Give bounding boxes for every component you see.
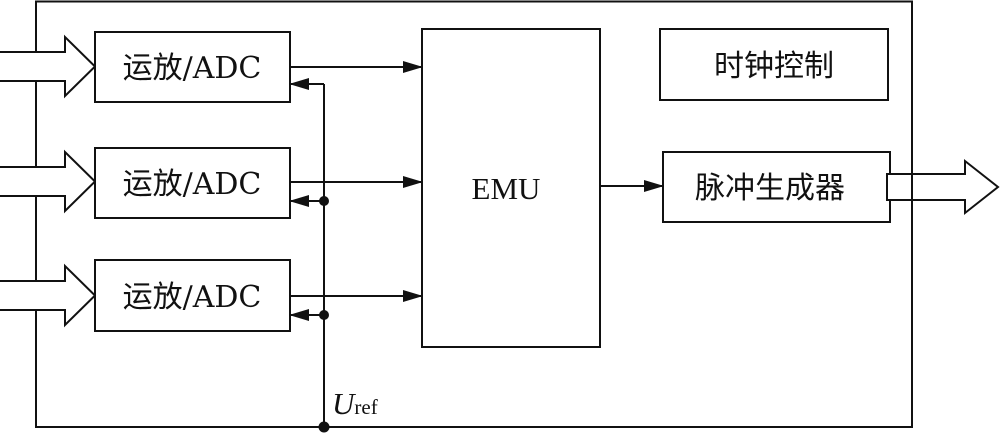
uref-label-sub: ref: [354, 395, 377, 419]
adc-block-1: 运放/ADC: [94, 31, 291, 103]
output-arrow: [886, 158, 1000, 216]
chip-boundary: [35, 0, 913, 428]
adc-label-3: 运放/ADC: [123, 280, 262, 315]
junction-dot-uref: [318, 421, 330, 433]
uref-label-main: U: [332, 386, 357, 421]
input-arrow-2: [0, 149, 97, 214]
clock-control-label: 时钟控制: [714, 49, 834, 84]
adc-block-2: 运放/ADC: [94, 147, 291, 219]
adc-label-2: 运放/ADC: [123, 167, 262, 202]
junction-dot-adc2: [319, 196, 329, 206]
emu-label: EMU: [472, 171, 541, 206]
clock-control-block: 时钟控制: [659, 28, 889, 101]
pulse-generator-label: 脉冲生成器: [695, 171, 845, 206]
adc-label-1: 运放/ADC: [123, 51, 262, 86]
emu-block: EMU: [421, 28, 601, 348]
pulse-generator-block: 脉冲生成器: [662, 151, 891, 223]
uref-label: Uref: [332, 386, 378, 421]
input-arrow-3: [0, 263, 97, 328]
input-arrow-1: [0, 34, 97, 99]
junction-dot-adc3: [319, 310, 329, 320]
adc-block-3: 运放/ADC: [94, 259, 291, 332]
